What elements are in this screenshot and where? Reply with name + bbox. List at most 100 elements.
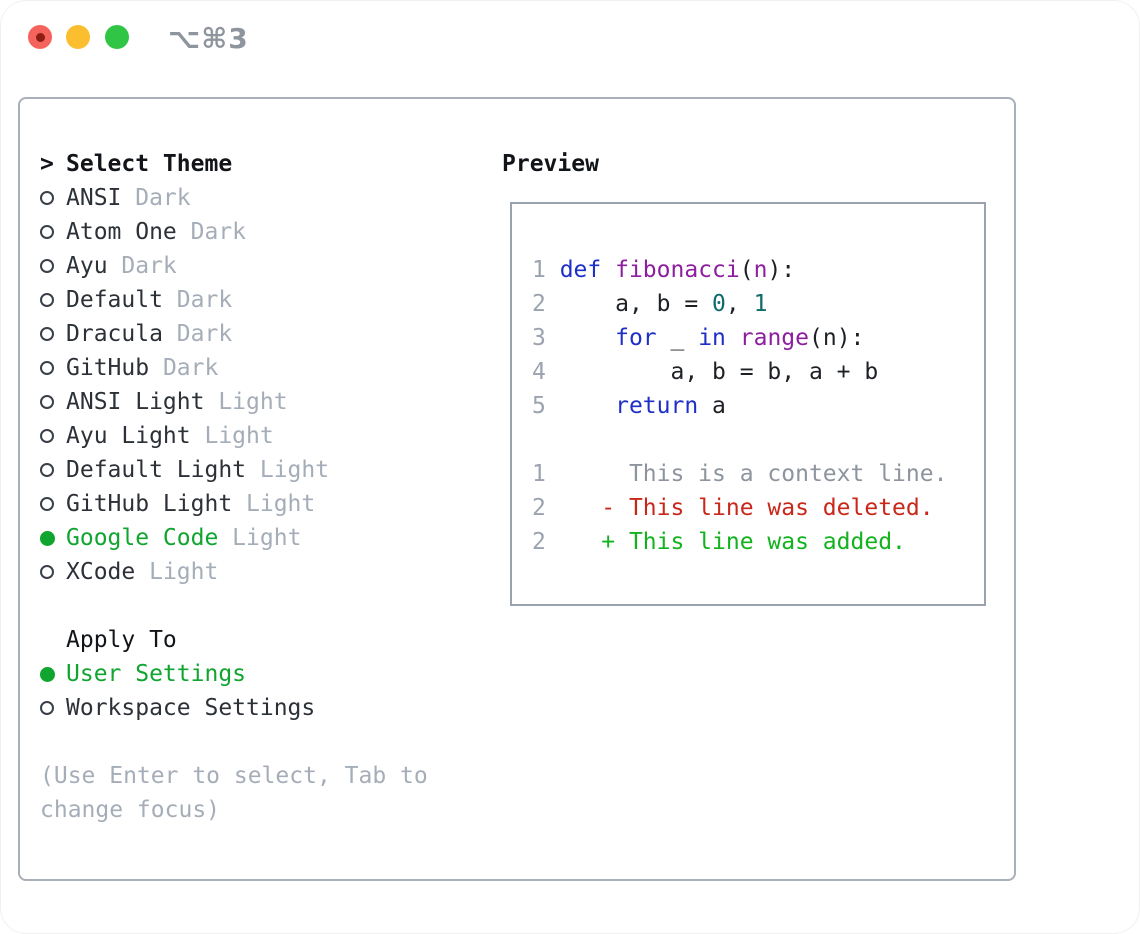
theme-option-dracula[interactable]: Dracula Dark — [40, 317, 470, 351]
theme-option-ayu[interactable]: Ayu Dark — [40, 249, 470, 283]
theme-name: Ayu — [66, 253, 108, 279]
code-line: 2 a, b = 0, 1 — [532, 287, 984, 321]
theme-name: Google Code — [66, 525, 219, 551]
diff-line-context: 1 This is a context line. — [532, 457, 984, 491]
theme-option-github[interactable]: GitHub Dark — [40, 351, 470, 385]
diff-line-added: 2 + This line was added. — [532, 525, 984, 559]
line-number: 2 — [532, 495, 546, 521]
token-plain: a, b = b, a + b — [559, 359, 879, 385]
radio-unselected-icon — [40, 463, 54, 477]
radio-unselected-icon — [40, 565, 54, 579]
theme-option-atom-one[interactable]: Atom One Dark — [40, 215, 470, 249]
theme-variant: Dark — [176, 219, 247, 245]
token-keyword: def — [559, 257, 602, 283]
theme-option-xcode[interactable]: XCode Light — [40, 555, 470, 589]
token-name: n — [753, 257, 768, 283]
radio-unselected-icon — [40, 497, 54, 511]
token-keyword: in — [698, 325, 726, 351]
close-button[interactable] — [28, 25, 52, 49]
line-number: 1 — [532, 257, 560, 283]
apply-option-workspace-settings[interactable]: Workspace Settings — [40, 691, 470, 725]
radio-unselected-icon — [40, 259, 54, 273]
select-theme-title: Select Theme — [66, 151, 233, 177]
token-plain — [601, 257, 615, 283]
theme-variant: Light — [190, 423, 274, 449]
radio-unselected-icon — [40, 191, 54, 205]
radio-selected-icon — [40, 666, 55, 682]
minimize-button[interactable] — [66, 25, 90, 49]
token-name: range — [739, 325, 809, 351]
line-number: 2 — [532, 291, 560, 317]
line-number: 3 — [532, 325, 560, 351]
titlebar: ⌥⌘3 — [0, 0, 1140, 74]
theme-name: Dracula — [66, 321, 163, 347]
theme-option-github-light[interactable]: GitHub Light Light — [40, 487, 470, 521]
zoom-button[interactable] — [105, 25, 129, 49]
radio-unselected-icon — [40, 225, 54, 239]
token-plain — [726, 325, 740, 351]
diff-text: + This line was added. — [545, 529, 906, 555]
theme-variant: Dark — [107, 253, 177, 279]
diff-text: - This line was deleted. — [545, 495, 934, 521]
line-number: 1 — [532, 461, 546, 487]
token-plain — [560, 393, 615, 419]
focus-caret: > — [40, 151, 54, 177]
theme-name: Atom One — [66, 219, 177, 245]
theme-variant: Dark — [149, 355, 219, 381]
token-keyword: for — [615, 325, 657, 351]
apply-to-title: Apply To — [66, 627, 177, 653]
theme-variant: Light — [135, 559, 219, 585]
blank-line — [532, 423, 984, 457]
radio-unselected-icon — [40, 293, 54, 307]
theme-option-google-code[interactable]: Google Code Light — [40, 521, 470, 555]
close-button-dot — [35, 32, 45, 42]
theme-option-ayu-light[interactable]: Ayu Light Light — [40, 419, 470, 453]
token-number: 1 — [753, 291, 768, 317]
theme-name: ANSI — [66, 185, 122, 211]
token-name: fibonacci — [615, 257, 740, 283]
apply-option-label: User Settings — [66, 661, 247, 687]
line-number: 4 — [532, 359, 560, 385]
line-number: 5 — [532, 393, 560, 419]
theme-variant: Light — [218, 525, 302, 551]
select-theme-header: > Select Theme — [40, 147, 470, 181]
theme-name: Default — [66, 287, 163, 313]
token-plain: ( — [739, 257, 754, 283]
token-plain: a, b = — [559, 291, 713, 317]
radio-unselected-icon — [40, 327, 54, 341]
theme-option-default-light[interactable]: Default Light Light — [40, 453, 470, 487]
code-line: 3 for _ in range(n): — [532, 321, 984, 355]
radio-selected-icon — [40, 530, 55, 546]
token-plain: a — [698, 393, 726, 419]
code-line: 4 a, b = b, a + b — [532, 355, 984, 389]
apply-to-header: Apply To — [40, 623, 470, 657]
token-plain: _ — [656, 325, 699, 351]
theme-variant: Light — [232, 491, 316, 517]
theme-name: XCode — [66, 559, 136, 585]
help-text: (Use Enter to select, Tab to change focu… — [40, 763, 428, 823]
theme-option-ansi[interactable]: ANSI Dark — [40, 181, 470, 215]
radio-unselected-icon — [40, 361, 54, 375]
diff-line-deleted: 2 - This line was deleted. — [532, 491, 984, 525]
token-plain: , — [725, 291, 754, 317]
code-line: 1 def fibonacci(n): — [532, 253, 984, 287]
theme-option-ansi-light[interactable]: ANSI Light Light — [40, 385, 470, 419]
code-line: 5 return a — [532, 389, 984, 423]
radio-unselected-icon — [40, 395, 54, 409]
apply-option-label: Workspace Settings — [66, 695, 316, 721]
token-plain — [560, 325, 615, 351]
window-shortcut-label: ⌥⌘3 — [168, 22, 249, 55]
line-number: 2 — [532, 529, 546, 555]
theme-name: GitHub Light — [66, 491, 233, 517]
token-keyword: return — [615, 393, 699, 419]
theme-variant: Light — [246, 457, 330, 483]
diff-preview: 1 This is a context line.2 - This line w… — [532, 457, 984, 559]
theme-name: ANSI Light — [66, 389, 205, 415]
theme-option-default[interactable]: Default Dark — [40, 283, 470, 317]
theme-variant: Dark — [121, 185, 191, 211]
radio-unselected-icon — [40, 429, 54, 443]
apply-option-user-settings[interactable]: User Settings — [40, 657, 470, 691]
